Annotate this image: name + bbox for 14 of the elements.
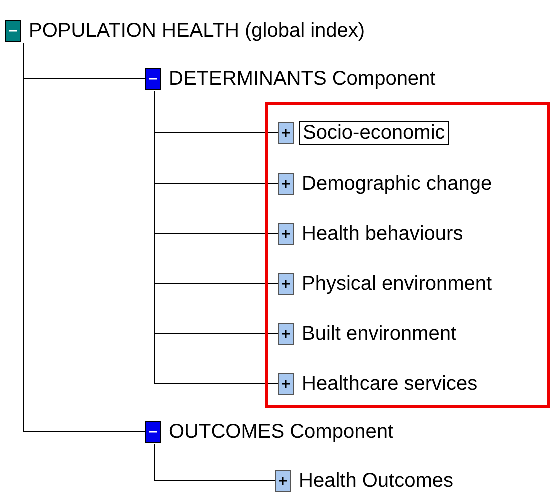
tree-label: DETERMINANTS Component xyxy=(168,68,437,90)
tree-label: Health behaviours xyxy=(301,223,464,245)
tree-label: Demographic change xyxy=(301,173,494,195)
tree-connector xyxy=(154,444,276,482)
tree-connector xyxy=(24,42,146,432)
tree-label: Socio-economic xyxy=(299,121,450,145)
tree-connector xyxy=(154,90,278,384)
tree-label: OUTCOMES Component xyxy=(168,421,395,443)
tree-label: Physical environment xyxy=(301,273,494,295)
tree-label: Built environment xyxy=(301,323,458,345)
tree-label: Health Outcomes xyxy=(298,470,455,492)
tree-label: Healthcare services xyxy=(301,373,479,395)
tree-label: POPULATION HEALTH (global index) xyxy=(28,20,366,42)
highlight-frame xyxy=(265,102,550,408)
